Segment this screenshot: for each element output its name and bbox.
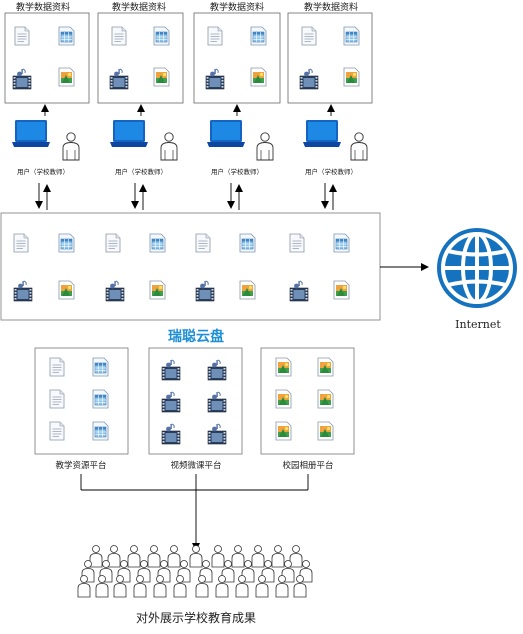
user-group-2: 用户（学校教师）	[110, 120, 178, 176]
image-icon	[58, 67, 75, 87]
document-icon	[111, 26, 127, 46]
person-icon	[350, 132, 368, 161]
laptop-icon	[110, 120, 148, 147]
spreadsheet-icon	[92, 357, 109, 377]
sync-arrows	[35, 183, 337, 210]
crowd-person-icon	[271, 545, 285, 568]
document-icon	[13, 233, 29, 253]
crowd-person-icon	[167, 545, 181, 568]
image-icon	[58, 280, 75, 300]
top-box-1: 教学数据资料	[4, 1, 90, 104]
image-icon	[149, 280, 166, 300]
image-icon	[153, 67, 170, 87]
platform-label: 校园相册平台	[282, 460, 333, 471]
image-icon	[275, 421, 292, 441]
laptop-icon	[207, 120, 245, 147]
platform-teaching-resources: 教学资源平台	[34, 347, 129, 471]
spreadsheet-icon	[333, 233, 350, 253]
cloud-disk-title: 瑞聪云盘	[168, 328, 224, 345]
crowd-person-icon	[251, 545, 265, 568]
person-icon	[62, 132, 80, 161]
image-icon	[275, 357, 292, 377]
image-icon	[317, 357, 334, 377]
platform-campus-album: 校园相册平台	[260, 347, 355, 471]
top-box-title: 教学数据资料	[16, 1, 70, 13]
laptop-icon	[303, 120, 341, 147]
document-icon	[301, 26, 317, 46]
globe-icon	[437, 228, 517, 308]
top-box-3: 教学数据资料	[193, 1, 281, 104]
top-box-title: 教学数据资料	[304, 1, 358, 13]
internet-label: Internet	[455, 318, 501, 331]
image-icon	[239, 280, 256, 300]
image-icon	[317, 389, 334, 409]
laptop-icon	[12, 120, 50, 147]
user-label: 用户（学校教师）	[305, 167, 357, 176]
crowd-person-icon	[127, 545, 141, 568]
spreadsheet-icon	[58, 26, 75, 46]
spreadsheet-icon	[250, 26, 267, 46]
platform-connectors	[80, 474, 309, 551]
document-icon	[49, 389, 65, 409]
user-label: 用户（学校教师）	[211, 167, 263, 176]
top-box-title: 教学数据资料	[112, 1, 166, 13]
document-icon	[105, 233, 121, 253]
top-box-2: 教学数据资料	[97, 1, 184, 104]
spreadsheet-icon	[149, 233, 166, 253]
document-icon	[289, 233, 305, 253]
top-box-4: 教学数据资料	[287, 1, 373, 104]
crowd-person-icon	[231, 545, 245, 568]
spreadsheet-icon	[92, 389, 109, 409]
user-label: 用户（学校教师）	[17, 167, 69, 176]
platform-video-courses: 视频微课平台	[148, 347, 243, 471]
footer-label: 对外展示学校教育成果	[136, 610, 256, 625]
spreadsheet-icon	[92, 421, 109, 441]
image-icon	[333, 280, 350, 300]
image-icon	[343, 67, 360, 87]
platform-label: 视频微课平台	[170, 460, 221, 471]
user-label: 用户（学校教师）	[115, 167, 167, 176]
user-group-3: 用户（学校教师）	[207, 120, 274, 176]
spreadsheet-icon	[239, 233, 256, 253]
crowd-person-icon	[211, 545, 225, 568]
person-icon	[256, 132, 274, 161]
image-icon	[317, 421, 334, 441]
user-group-1: 用户（学校教师）	[12, 120, 80, 176]
crowd-person-icon	[189, 545, 203, 568]
document-icon	[49, 421, 65, 441]
crowd-icon	[77, 545, 313, 598]
document-icon	[195, 233, 211, 253]
top-box-title: 教学数据资料	[210, 1, 264, 13]
document-icon	[49, 357, 65, 377]
spreadsheet-icon	[153, 26, 170, 46]
cloud-disk-box	[0, 212, 381, 321]
platform-label: 教学资源平台	[55, 460, 106, 471]
document-icon	[207, 26, 223, 46]
crowd-person-icon	[147, 545, 161, 568]
user-group-4: 用户（学校教师）	[303, 120, 368, 176]
image-icon	[250, 67, 267, 87]
person-icon	[160, 132, 178, 161]
spreadsheet-icon	[58, 233, 75, 253]
document-icon	[14, 26, 30, 46]
image-icon	[275, 389, 292, 409]
spreadsheet-icon	[343, 26, 360, 46]
